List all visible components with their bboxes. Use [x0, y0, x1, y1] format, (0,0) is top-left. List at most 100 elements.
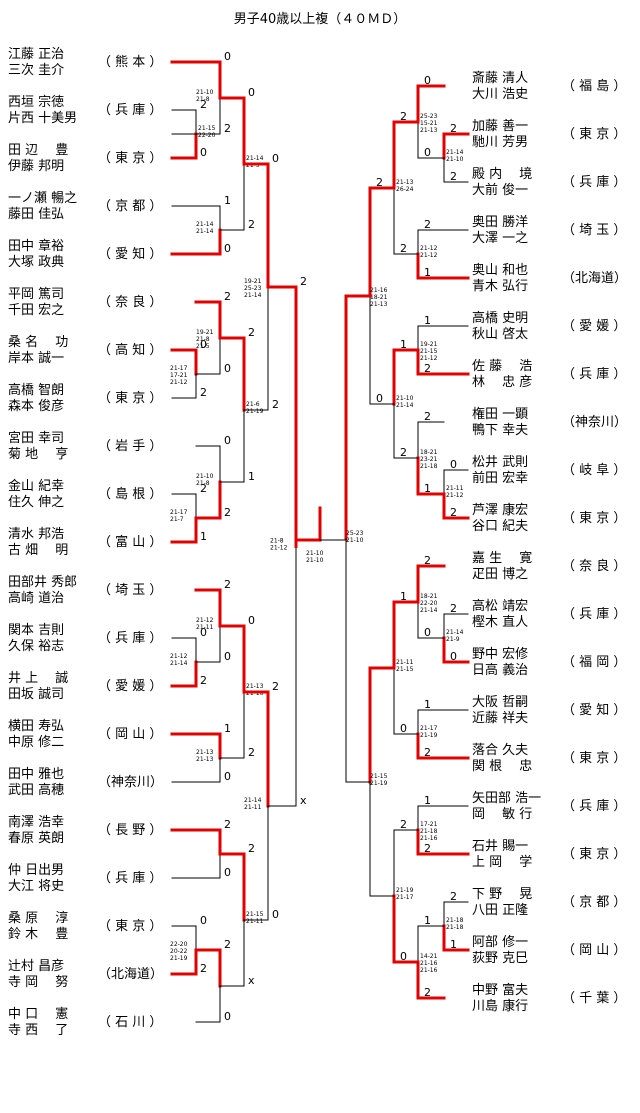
- left-entry-player2: 千田 宏之: [8, 303, 65, 318]
- right-entry-player1: 殿 内 境: [472, 167, 533, 182]
- left-entry-prefecture: （ 埼 玉 ）: [98, 583, 163, 598]
- left-entry-player2: 伊藤 邦明: [8, 159, 65, 174]
- left-entry-prefecture: （ 熊 本 ）: [98, 55, 163, 70]
- game-count-mark: 0: [224, 866, 231, 879]
- right-entry-player1: 斎藤 清人: [472, 71, 529, 86]
- left-entry-prefecture: （ 奈 良 ）: [98, 295, 163, 310]
- left-entry-player1: 江藤 正治: [8, 47, 65, 62]
- right-entry-player2: 関 根 忠: [472, 759, 533, 774]
- right-entry-prefecture: （ 東 京 ）: [562, 847, 627, 862]
- left-entry-player2: 中原 修二: [8, 735, 65, 750]
- game-count-mark: 2: [450, 890, 457, 903]
- game-count-mark: 1: [224, 722, 231, 735]
- game-count-mark: 2: [248, 842, 255, 855]
- game-count-mark: 1: [400, 590, 407, 603]
- left-entry-player1: 井 上 誠: [8, 671, 69, 686]
- right-entry-prefecture: （神奈川）: [562, 415, 628, 430]
- left-entry-player1: 桑 原 淳: [8, 911, 69, 926]
- left-entry-player1: 西垣 宗徳: [8, 95, 65, 110]
- right-entry-player1: 松井 武則: [472, 455, 529, 470]
- right-entry-player2: 疋田 博之: [472, 567, 529, 582]
- game-count-mark: 2: [424, 362, 431, 375]
- game-count-mark: 2: [200, 674, 207, 687]
- game-count-mark: 2: [248, 746, 255, 759]
- left-entry-player1: 南澤 浩幸: [8, 815, 65, 830]
- game-count-mark: 0: [424, 146, 431, 159]
- left-entry-prefecture: （ 高 知 ）: [98, 343, 163, 358]
- left-entry-player1: 田 辺 豊: [8, 143, 69, 158]
- left-entry-player2: 片西 十美男: [8, 111, 78, 126]
- right-entry-prefecture: （ 埼 玉 ）: [562, 223, 627, 238]
- right-entry-player1: 石井 賜一: [472, 839, 529, 854]
- game-count-mark: 2: [300, 275, 307, 288]
- right-entry-player1: 下 野 晃: [472, 887, 533, 902]
- left-entry-player2: 田坂 誠司: [8, 687, 65, 702]
- game-count-mark: 1: [224, 194, 231, 207]
- right-entry-player1: 野中 宏修: [472, 647, 529, 662]
- left-entry-player1: 横田 寿弘: [8, 719, 65, 734]
- game-count-mark: 0: [200, 626, 207, 639]
- left-entry-player2: 古 畑 明: [8, 543, 69, 558]
- game-count-mark: 0: [450, 650, 457, 663]
- left-entry-player2: 岸本 誠一: [8, 351, 65, 366]
- left-entry-prefecture: （ 愛 媛 ）: [98, 679, 163, 694]
- game-count-mark: 2: [400, 446, 407, 459]
- right-entry-player2: 川島 康行: [472, 999, 529, 1014]
- game-count-mark: 2: [400, 110, 407, 123]
- game-count-mark: 2: [248, 326, 255, 339]
- left-entry-prefecture: （ 岩 手 ）: [98, 439, 163, 454]
- right-entry-player1: 奥山 和也: [472, 263, 529, 278]
- game-count-mark: 0: [248, 86, 255, 99]
- left-entry-player1: 仲 日出男: [8, 863, 65, 878]
- right-entry-player1: 中野 富夫: [472, 983, 529, 998]
- left-entry-prefecture: （神奈川）: [98, 775, 164, 790]
- left-entry-prefecture: （ 兵 庫 ）: [98, 871, 163, 886]
- right-entry-player1: 阿部 修一: [472, 935, 529, 950]
- left-entry-player1: 辻村 昌彦: [8, 959, 65, 974]
- right-entry-prefecture: （ 兵 庫 ）: [562, 367, 627, 382]
- left-entry-player1: 一ノ瀬 暢之: [8, 191, 78, 206]
- right-entry-player2: 上 岡 学: [472, 855, 533, 870]
- right-entry-player2: 馳川 芳男: [472, 135, 529, 150]
- game-count-mark: 2: [424, 218, 431, 231]
- right-entry-player2: 大前 俊一: [472, 183, 529, 198]
- left-entry-player1: 関本 吉則: [8, 623, 65, 638]
- game-count-mark: 2: [272, 398, 279, 411]
- game-count-mark: 2: [424, 410, 431, 423]
- right-entry-player1: 大阪 哲嗣: [472, 695, 529, 710]
- right-entry-player2: 日高 義治: [472, 663, 529, 678]
- left-entry-player1: 田中 雅也: [8, 767, 65, 782]
- game-count-mark: 2: [200, 482, 207, 495]
- left-entry-player1: 清水 邦浩: [8, 527, 65, 542]
- left-entry-player2: 久保 裕志: [8, 639, 65, 654]
- game-count-mark: 2: [224, 818, 231, 831]
- right-entry-player2: 林 忠 彦: [472, 375, 533, 390]
- game-count-mark: 0: [424, 74, 431, 87]
- right-entry-player1: 矢田部 浩一: [472, 791, 542, 806]
- game-count-mark: 0: [424, 626, 431, 639]
- left-entry-player1: 田中 章裕: [8, 239, 65, 254]
- game-count-mark: x: [300, 794, 307, 807]
- left-entry-player2: 鈴 木 豊: [8, 927, 69, 942]
- left-entry-player1: 宮田 幸司: [8, 431, 65, 446]
- left-entry-player2: 住久 伸之: [8, 495, 65, 510]
- game-count-mark: 1: [424, 914, 431, 927]
- right-entry-player2: 荻野 克巳: [472, 951, 529, 966]
- left-entry-player2: 三次 圭介: [8, 63, 65, 78]
- left-entry-prefecture: （ 東 京 ）: [98, 919, 163, 934]
- right-entry-prefecture: （ 兵 庫 ）: [562, 799, 627, 814]
